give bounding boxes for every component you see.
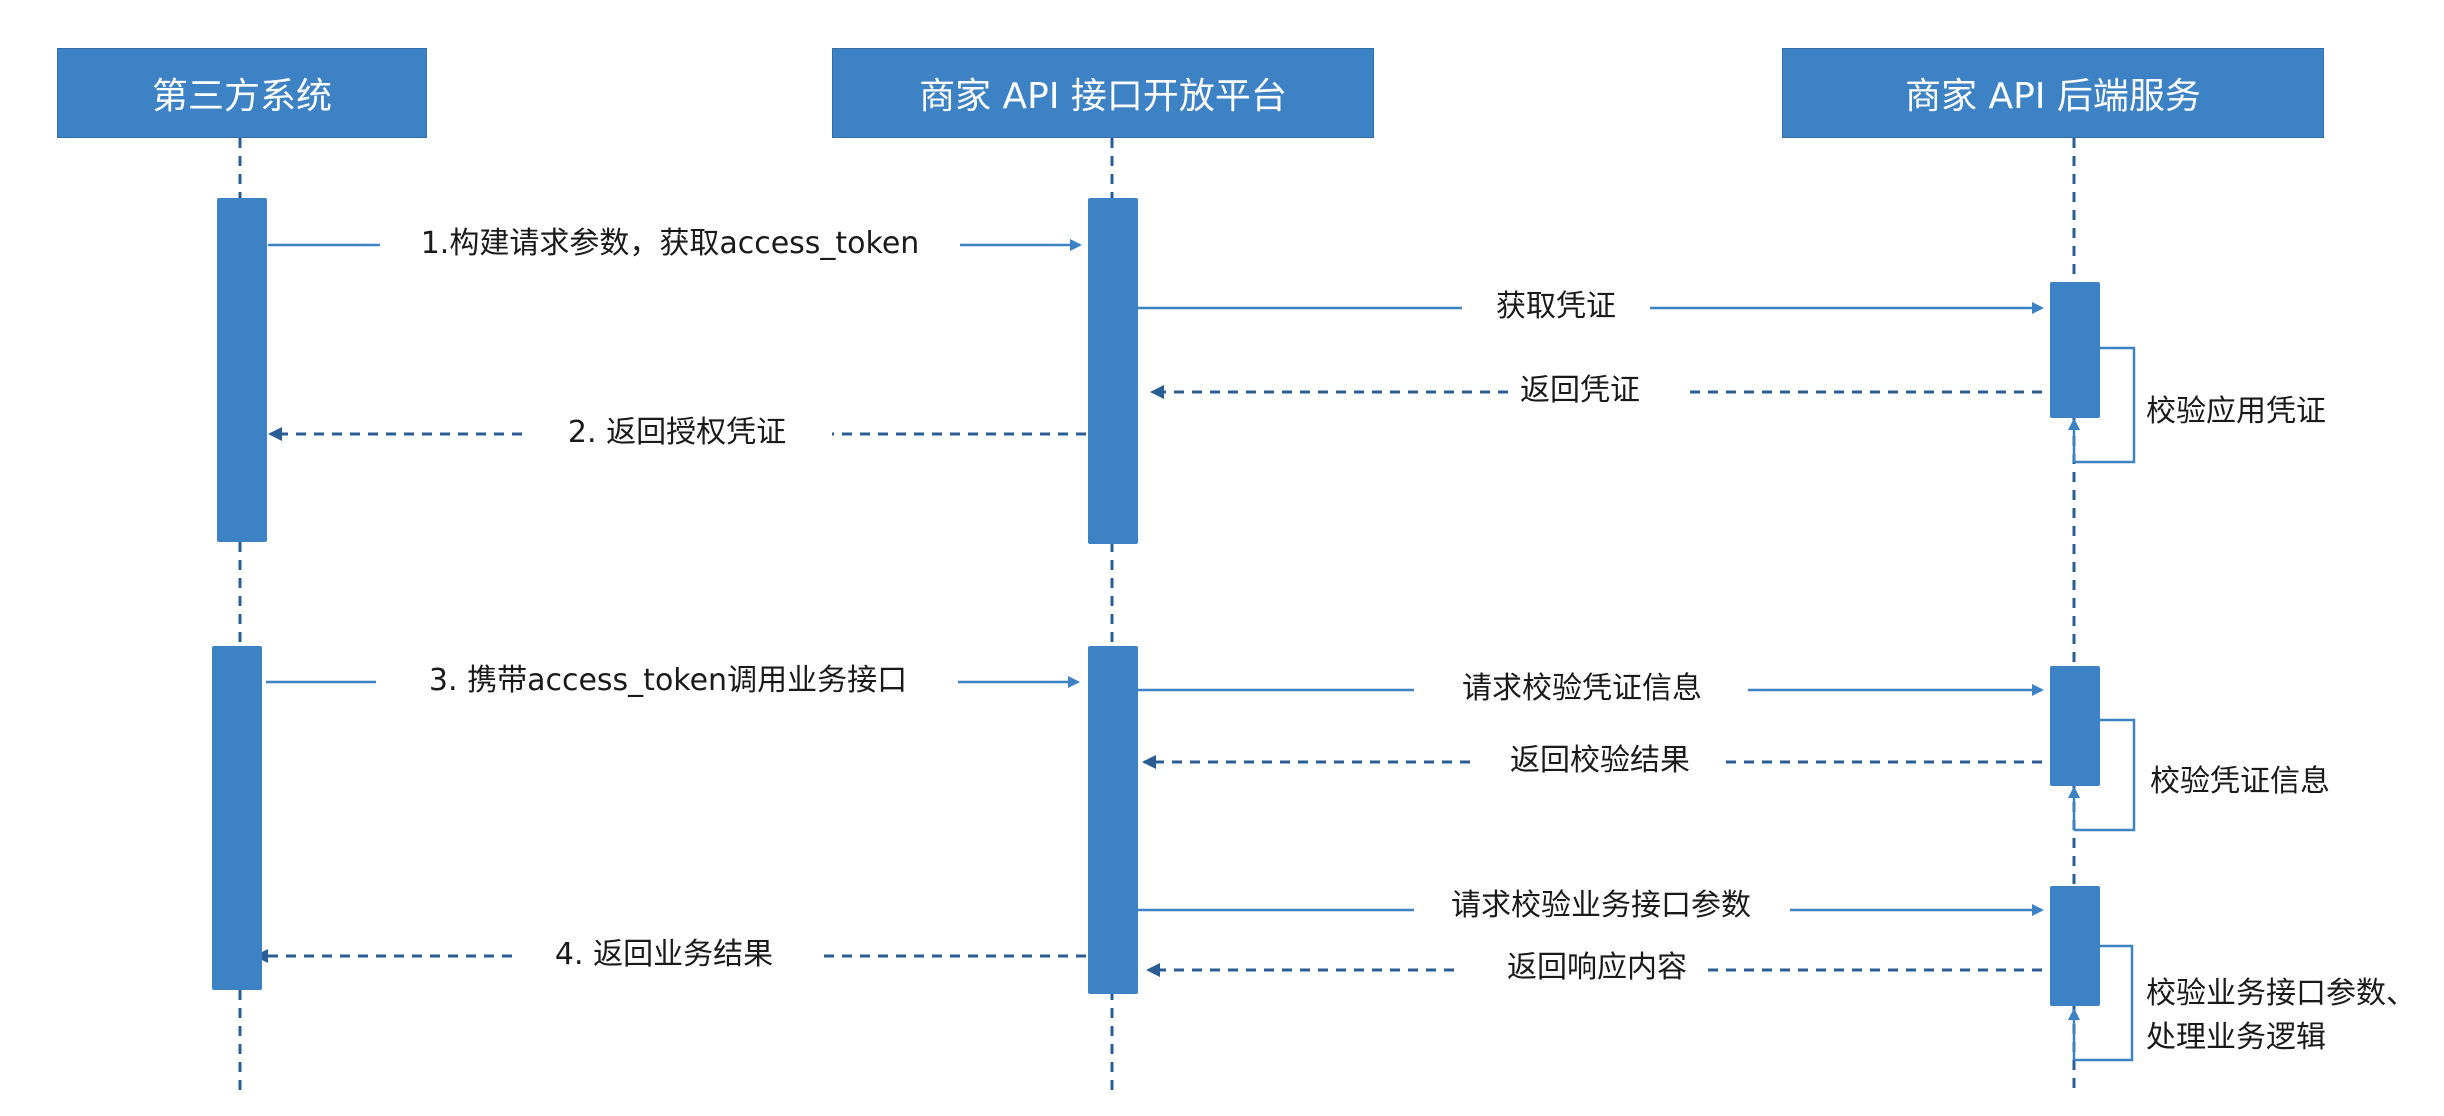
note-validate-business-params: 校验业务接口参数、 处理业务逻辑 (2146, 972, 2416, 1060)
participant-third-party: 第三方系统 (57, 48, 427, 138)
self-call-1 (2074, 346, 2136, 464)
activation-backend-3 (2050, 886, 2100, 1006)
message-label-5: 3. 携带access_token调用业务接口 (428, 663, 908, 698)
message-label-3: 返回凭证 (1520, 373, 1640, 408)
note-3-line-2: 处理业务逻辑 (2146, 1020, 2326, 1055)
message-label-1: 1.构建请求参数，获取access_token (420, 226, 920, 261)
activation-backend-1 (2050, 282, 2100, 418)
message-label-2: 获取凭证 (1496, 289, 1616, 324)
message-label-8: 请求校验业务接口参数 (1451, 888, 1751, 923)
activation-backend-2 (2050, 666, 2100, 786)
self-call-2 (2074, 718, 2136, 832)
message-label-4: 2. 返回授权凭证 (567, 415, 787, 450)
activation-third-party-1 (217, 198, 267, 542)
message-label-6: 请求校验凭证信息 (1462, 671, 1702, 706)
participant-platform: 商家 API 接口开放平台 (832, 48, 1374, 138)
participant-backend-label: 商家 API 后端服务 (1905, 76, 2201, 117)
note-validate-credential-info: 校验凭证信息 (2150, 760, 2330, 804)
note-1-text: 校验应用凭证 (2146, 394, 2326, 429)
message-label-7: 返回校验结果 (1510, 743, 1690, 778)
participant-third-party-label: 第三方系统 (151, 76, 332, 117)
activation-platform-1 (1088, 198, 1138, 544)
message-label-9: 4. 返回业务结果 (554, 937, 774, 972)
activation-platform-2 (1088, 646, 1138, 994)
note-validate-app-credential: 校验应用凭证 (2146, 390, 2326, 434)
self-call-3 (2074, 944, 2134, 1062)
participant-platform-label: 商家 API 接口开放平台 (919, 76, 1287, 117)
activation-third-party-2 (212, 646, 262, 990)
participant-backend: 商家 API 后端服务 (1782, 48, 2324, 138)
message-label-10: 返回响应内容 (1507, 950, 1687, 985)
note-2-text: 校验凭证信息 (2150, 764, 2330, 799)
note-3-line-1: 校验业务接口参数、 (2146, 976, 2416, 1011)
